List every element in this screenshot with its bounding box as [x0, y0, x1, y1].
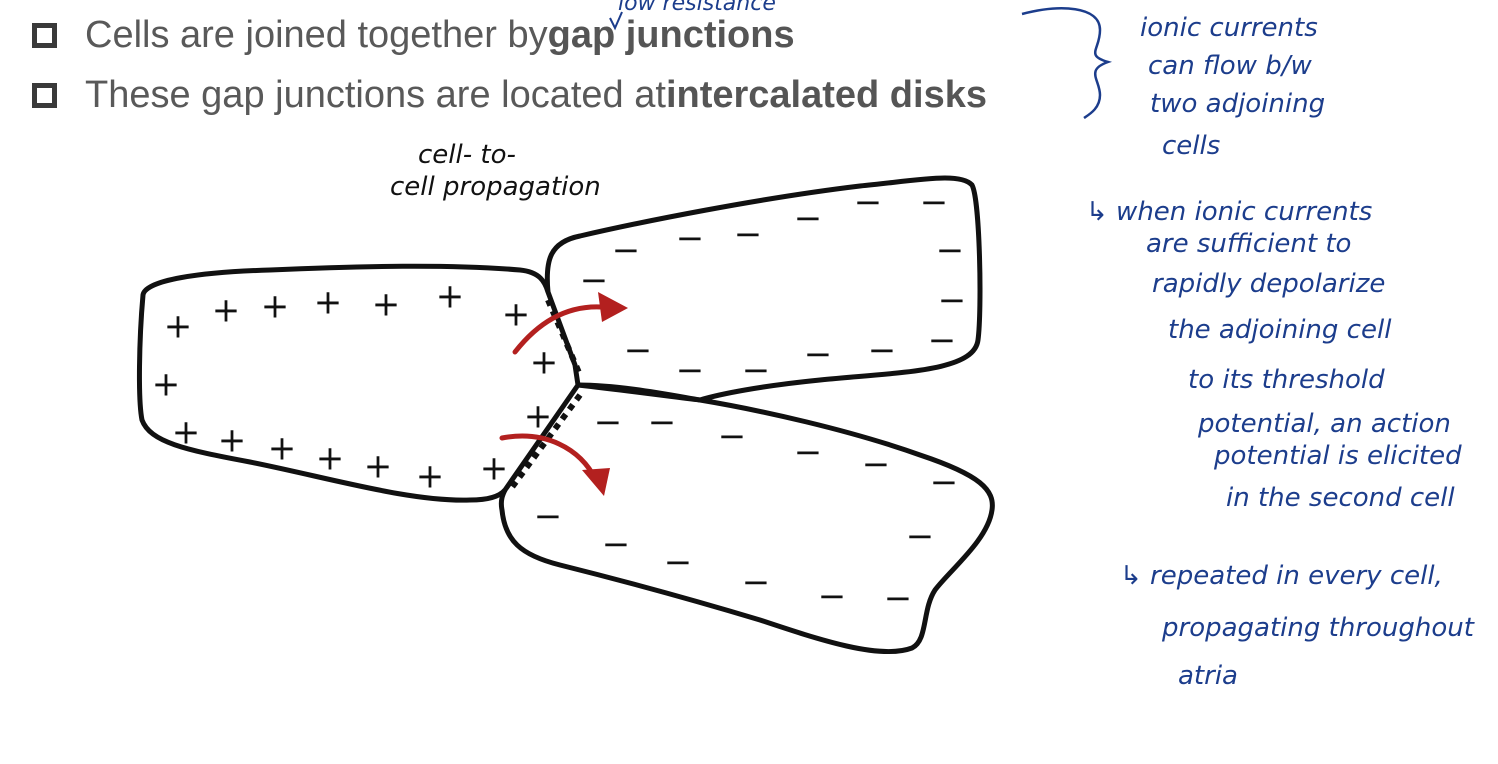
current-arrow-lower-head: [582, 468, 610, 496]
negative-charge: −: [862, 445, 891, 485]
negative-charge: −: [868, 331, 897, 371]
current-arrow-upper: [512, 304, 615, 355]
annotation-line: propagating throughout: [1162, 613, 1474, 643]
annotation-line: potential is elicited: [1214, 441, 1462, 471]
bullet-gap-junctions: Cells are joined together by gap junctio…: [32, 14, 795, 57]
annotation-line: cells: [1162, 131, 1221, 161]
depolarized-cell-outline: [136, 263, 581, 503]
positive-charge: +: [261, 287, 290, 327]
negative-charge: −: [884, 579, 913, 619]
positive-charge: +: [152, 365, 181, 405]
negative-charge: −: [612, 231, 641, 271]
bullet-bold-term: gap junctions: [547, 14, 795, 56]
annotation-brace: [1021, 7, 1113, 120]
bullet-square-icon: [32, 23, 57, 48]
gap-junction-upper: [545, 298, 583, 377]
resting-cell-lower-outline: [498, 382, 995, 655]
positive-charge: +: [480, 449, 509, 489]
negative-charges-lower-cell: − − − − − − − − − − − − −: [534, 403, 959, 619]
current-arrow-upper-head: [598, 292, 628, 322]
positive-charge: +: [212, 291, 241, 331]
annotation-tick: [609, 11, 623, 31]
negative-charge: −: [930, 463, 959, 503]
bullet-intercalated-disks: These gap junctions are located at inter…: [32, 74, 987, 117]
negative-charge: −: [676, 219, 705, 259]
positive-charge: +: [524, 397, 553, 437]
positive-charges: + + + + + + + + + + + + + + + + +: [152, 277, 559, 497]
negative-charge: −: [580, 261, 609, 301]
negative-charge: −: [742, 563, 771, 603]
annotation-line: ionic currents: [1140, 13, 1318, 43]
positive-charge: +: [416, 457, 445, 497]
negative-charge: −: [624, 331, 653, 371]
bullet-text: These gap junctions are located at: [85, 74, 666, 116]
annotation-line: atria: [1178, 661, 1238, 691]
annotation-low-resistance: low resistance: [618, 0, 776, 16]
positive-charge: +: [314, 283, 343, 323]
negative-charge: −: [906, 517, 935, 557]
annotation-line: in the second cell: [1226, 483, 1455, 513]
positive-charge: +: [172, 413, 201, 453]
bullet-text: Cells are joined together by: [85, 14, 548, 56]
gap-junction-lower: [507, 393, 583, 492]
negative-charge: −: [818, 577, 847, 617]
annotation-line: the adjoining cell: [1168, 315, 1392, 345]
annotation-line: potential, an action: [1198, 409, 1451, 439]
negative-charge: −: [936, 231, 965, 271]
negative-charge: −: [664, 543, 693, 583]
negative-charge: −: [602, 525, 631, 565]
bullet-bold-term: intercalated disks: [665, 74, 987, 116]
negative-charge: −: [854, 183, 883, 223]
resting-cell-upper-outline: [544, 175, 983, 403]
annotation-line: to its threshold: [1188, 365, 1385, 395]
negative-charge: −: [648, 403, 677, 443]
annotation-cell-propagation: cell propagation: [390, 172, 601, 202]
bullet-square-icon: [32, 83, 57, 108]
negative-charge: −: [938, 281, 967, 321]
negative-charge: −: [734, 215, 763, 255]
negative-charge: −: [718, 417, 747, 457]
annotation-line: rapidly depolarize: [1152, 269, 1386, 299]
positive-charge: +: [164, 307, 193, 347]
negative-charge: −: [804, 335, 833, 375]
negative-charge: −: [742, 351, 771, 391]
negative-charge: −: [794, 433, 823, 473]
positive-charge: +: [530, 343, 559, 383]
positive-charge: +: [436, 277, 465, 317]
negative-charges-upper-cell: − − − − − − − − − − − − − − −: [580, 183, 967, 391]
negative-charge: −: [676, 351, 705, 391]
positive-charge: +: [268, 429, 297, 469]
negative-charge: −: [794, 199, 823, 239]
negative-charge: −: [928, 321, 957, 361]
positive-charge: +: [372, 285, 401, 325]
annotation-line: ↳ repeated in every cell,: [1120, 561, 1443, 591]
positive-charge: +: [364, 447, 393, 487]
positive-charge: +: [316, 439, 345, 479]
positive-charge: +: [218, 421, 247, 461]
annotation-line: two adjoining: [1150, 89, 1326, 119]
negative-charge: −: [534, 497, 563, 537]
negative-charge: −: [920, 183, 949, 223]
positive-charge: +: [502, 295, 531, 335]
annotation-line: can flow b/w: [1148, 51, 1312, 81]
negative-charge: −: [594, 403, 623, 443]
annotation-line: ↳ when ionic currents: [1086, 197, 1373, 227]
annotation-cell-to: cell- to-: [418, 140, 516, 170]
annotation-line: are sufficient to: [1146, 229, 1352, 259]
